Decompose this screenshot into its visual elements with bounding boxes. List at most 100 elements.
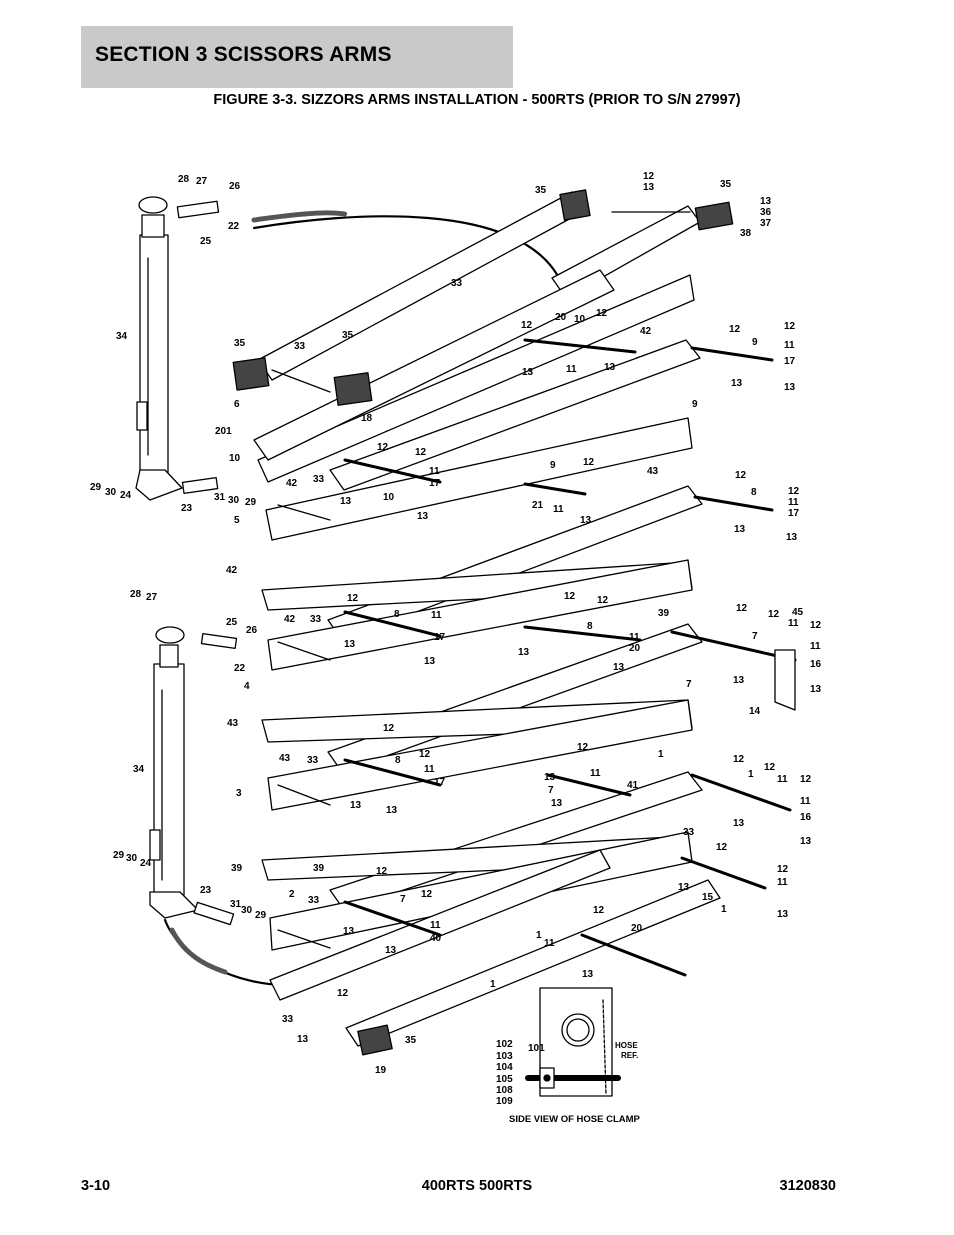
svg-text:12: 12: [733, 754, 745, 765]
svg-text:41: 41: [627, 780, 639, 791]
inset-callout-108: 108: [496, 1085, 513, 1096]
svg-text:12: 12: [521, 320, 533, 331]
svg-text:17: 17: [434, 777, 446, 788]
svg-text:42: 42: [640, 326, 652, 337]
svg-text:22: 22: [234, 663, 246, 674]
page-number: 3-10: [81, 1178, 111, 1194]
svg-text:17: 17: [788, 508, 800, 519]
svg-text:35: 35: [405, 1035, 417, 1046]
svg-text:11: 11: [810, 641, 821, 652]
svg-text:12: 12: [597, 595, 609, 606]
figure-title: FIGURE 3-3. SIZZORS ARMS INSTALLATION - …: [213, 92, 741, 108]
svg-text:37: 37: [760, 218, 772, 229]
svg-text:35: 35: [342, 330, 354, 341]
svg-text:20: 20: [555, 312, 567, 323]
svg-text:13: 13: [604, 362, 616, 373]
svg-text:33: 33: [282, 1014, 294, 1025]
svg-text:12: 12: [421, 889, 433, 900]
svg-text:29: 29: [255, 910, 267, 921]
svg-text:11: 11: [629, 632, 640, 643]
document-number: 3120830: [779, 1178, 836, 1194]
inset-callout-104: 104: [496, 1062, 513, 1073]
svg-text:13: 13: [544, 772, 556, 783]
svg-text:12: 12: [583, 457, 595, 468]
svg-text:35: 35: [234, 338, 246, 349]
svg-text:40: 40: [430, 933, 442, 944]
svg-text:34: 34: [133, 764, 145, 775]
svg-text:21: 21: [532, 500, 544, 511]
svg-text:23: 23: [181, 503, 193, 514]
svg-text:8: 8: [587, 621, 593, 632]
svg-text:4: 4: [244, 681, 250, 692]
svg-text:33: 33: [683, 827, 695, 838]
svg-text:12: 12: [643, 171, 655, 182]
svg-text:13: 13: [777, 909, 789, 920]
svg-text:5: 5: [234, 515, 240, 526]
inset-callout-109: 109: [496, 1096, 513, 1107]
svg-text:12: 12: [347, 593, 359, 604]
svg-text:30: 30: [105, 487, 117, 498]
svg-text:33: 33: [313, 474, 325, 485]
svg-text:1: 1: [536, 930, 542, 941]
svg-text:11: 11: [800, 796, 811, 807]
cylinder-pins: [176, 200, 238, 926]
svg-text:2: 2: [289, 889, 295, 900]
svg-text:13: 13: [344, 639, 356, 650]
svg-text:13: 13: [522, 367, 534, 378]
svg-text:13: 13: [733, 818, 745, 829]
svg-text:13: 13: [582, 969, 594, 980]
svg-text:11: 11: [429, 466, 440, 477]
inset-callout-105: 105: [496, 1074, 513, 1085]
svg-text:39: 39: [658, 608, 670, 619]
hinge-bolts: [343, 338, 797, 977]
svg-text:20: 20: [629, 643, 641, 654]
svg-text:31: 31: [214, 492, 226, 503]
svg-text:17: 17: [429, 478, 441, 489]
svg-text:12: 12: [377, 442, 389, 453]
svg-text:29: 29: [90, 482, 102, 493]
svg-text:13: 13: [786, 532, 798, 543]
svg-text:12: 12: [810, 620, 822, 631]
svg-text:13: 13: [343, 926, 355, 937]
svg-text:13: 13: [731, 378, 743, 389]
svg-text:7: 7: [752, 631, 758, 642]
svg-text:12: 12: [716, 842, 728, 853]
svg-text:16: 16: [810, 659, 822, 670]
svg-text:13: 13: [784, 382, 796, 393]
svg-text:33: 33: [310, 614, 322, 625]
svg-text:30: 30: [241, 905, 253, 916]
section-title: SECTION 3 SCISSORS ARMS: [95, 43, 392, 66]
svg-text:13: 13: [385, 945, 397, 956]
svg-text:42: 42: [226, 565, 238, 576]
svg-text:39: 39: [231, 863, 243, 874]
svg-text:8: 8: [751, 487, 757, 498]
svg-text:11: 11: [553, 504, 564, 515]
svg-text:33: 33: [308, 895, 320, 906]
svg-text:12: 12: [768, 609, 780, 620]
svg-text:13: 13: [613, 662, 625, 673]
lift-cylinder-upper: [135, 196, 183, 501]
scissor-arms-inner: [257, 274, 695, 1001]
hose-ref-label-line2: REF.: [621, 1051, 638, 1060]
svg-text:33: 33: [294, 341, 306, 352]
svg-text:13: 13: [386, 805, 398, 816]
svg-text:29: 29: [113, 850, 125, 861]
inset-callout-101: 101: [528, 1043, 545, 1054]
svg-text:9: 9: [752, 337, 758, 348]
svg-text:11: 11: [788, 618, 799, 629]
svg-text:30: 30: [228, 495, 240, 506]
svg-text:20: 20: [631, 923, 643, 934]
hydraulic-hose-upper: [251, 210, 562, 282]
svg-text:14: 14: [749, 706, 761, 717]
svg-text:27: 27: [196, 176, 208, 187]
svg-text:9: 9: [550, 460, 556, 471]
svg-text:13: 13: [350, 800, 362, 811]
svg-text:7: 7: [686, 679, 692, 690]
svg-text:11: 11: [590, 768, 601, 779]
svg-text:1: 1: [721, 904, 727, 915]
svg-text:24: 24: [120, 490, 132, 501]
svg-text:42: 42: [284, 614, 296, 625]
svg-text:10: 10: [574, 314, 586, 325]
svg-text:11: 11: [788, 497, 799, 508]
svg-text:28: 28: [178, 174, 190, 185]
